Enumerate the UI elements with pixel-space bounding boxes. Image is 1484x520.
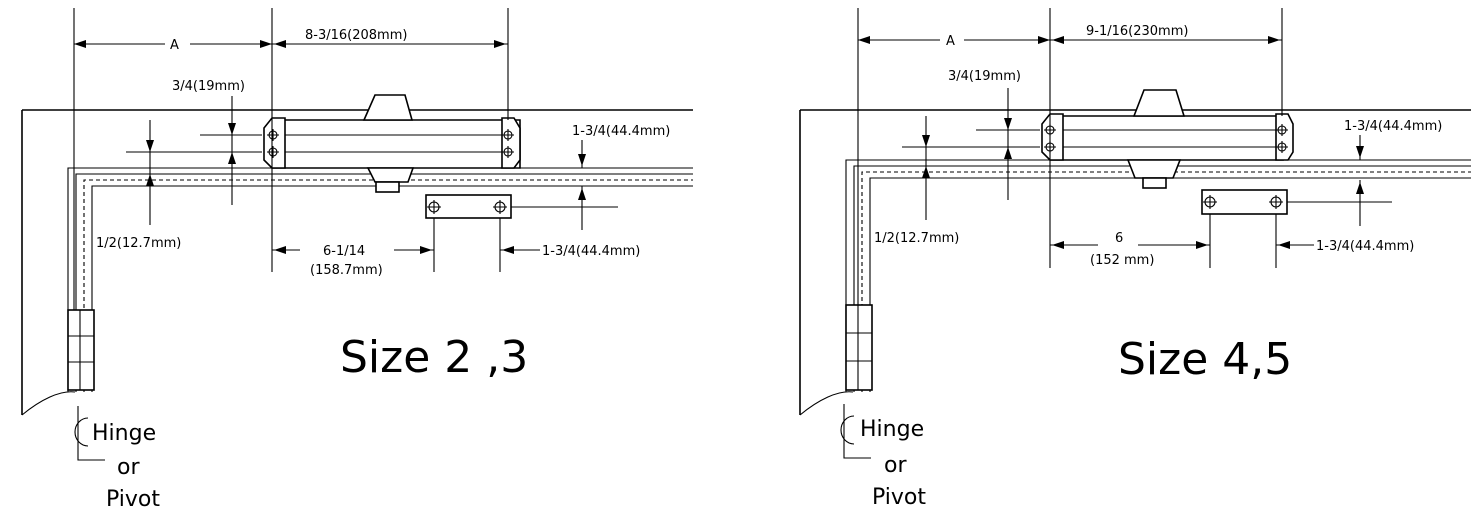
size-title: Size 4,5	[1118, 334, 1292, 385]
hinge-block	[67, 309, 95, 391]
closer-end-left	[263, 117, 286, 169]
hinge-label-3: Pivot	[872, 485, 926, 510]
dim-bracket-spacing-2: (158.7mm)	[310, 263, 383, 278]
hinge-label-2: or	[117, 455, 140, 480]
dim-length-label: 9-1/16(230mm)	[1086, 24, 1188, 39]
centerline-symbol	[74, 406, 105, 461]
dim-top-offset-label: 3/4(19mm)	[172, 79, 245, 94]
hinge-label-1: Hinge	[860, 417, 924, 442]
screw-holes-closer	[267, 129, 514, 158]
size-title: Size 2 ,3	[340, 332, 528, 383]
closer-top-boss	[362, 94, 414, 121]
dim-top-offset-label: 3/4(19mm)	[948, 69, 1021, 84]
dim-bracket-spacing-2: (152 mm)	[1090, 253, 1154, 268]
diagram-size-4-5: A 9-1/16(230mm) 3/4(19mm) 1/2(12.7mm) 1-…	[799, 8, 1471, 510]
closer-bottom-boss	[366, 167, 415, 183]
diagram-size-2-3: A 8-3/16(208mm) 3/4(19mm) 1/2(12.7mm) 1-…	[21, 8, 693, 512]
centerline-symbol	[840, 404, 871, 459]
dim-a-label: A	[170, 38, 179, 53]
dim-right-height-label: 1-3/4(44.4mm)	[572, 124, 670, 139]
closer-body	[1049, 115, 1284, 161]
hinge-label-3: Pivot	[106, 487, 160, 512]
dim-bracket-spacing-1: 6-1/14	[323, 244, 365, 259]
dim-a-label: A	[946, 34, 955, 49]
dim-length-label: 8-3/16(208mm)	[305, 28, 407, 43]
dim-right-height-label: 1-3/4(44.4mm)	[1344, 119, 1442, 134]
closer-end-right	[501, 117, 521, 169]
dim-frame-offset-label: 1/2(12.7mm)	[96, 236, 181, 251]
dim-bracket-spacing-1: 6	[1115, 231, 1123, 246]
break-line	[21, 391, 76, 416]
dim-frame-offset-label: 1/2(12.7mm)	[874, 231, 959, 246]
hinge-block	[845, 304, 873, 391]
hinge-label-1: Hinge	[92, 421, 156, 446]
dim-bracket-height-label: 1-3/4(44.4mm)	[1316, 239, 1414, 254]
dim-bracket-height-label: 1-3/4(44.4mm)	[542, 244, 640, 259]
hinge-label-2: or	[884, 453, 907, 478]
closer-body	[271, 119, 521, 169]
